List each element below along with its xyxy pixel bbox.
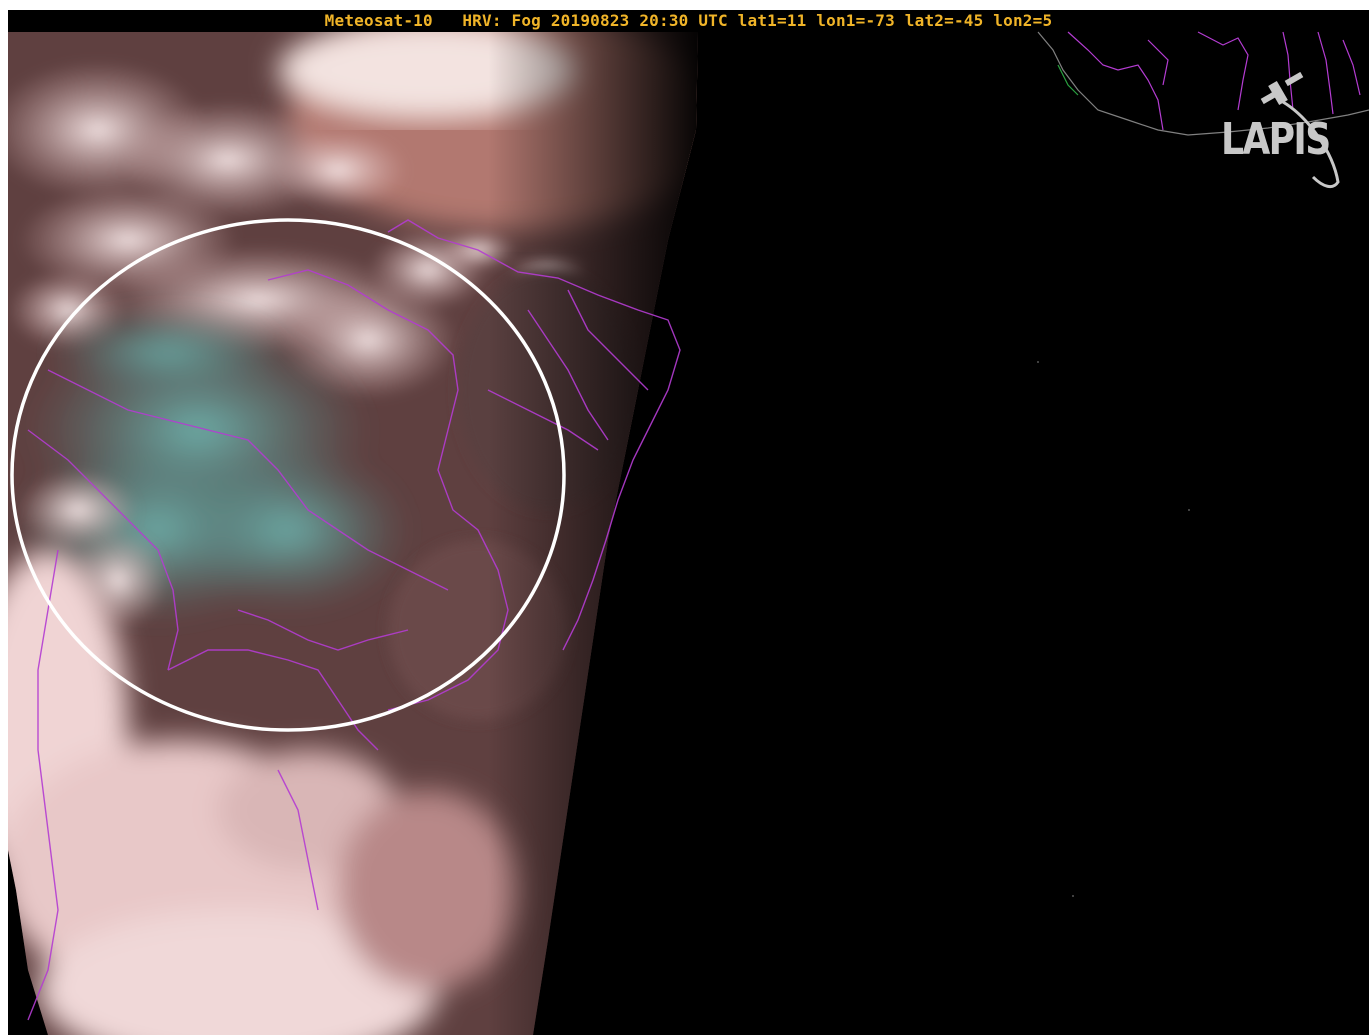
noise-dots (1037, 361, 1190, 897)
annotation-circle (10, 218, 566, 732)
country-borders (27, 219, 681, 1021)
satellite-scene (8, 31, 1369, 1035)
lapis-logo: LAPIS (1213, 72, 1343, 190)
satellite-image: Meteosat-10 HRV: Fog 20190823 20:30 UTC … (8, 10, 1369, 1035)
logo-text: LAPIS (1221, 114, 1331, 165)
illuminated-earth (8, 32, 698, 1035)
image-header-text: Meteosat-10 HRV: Fog 20190823 20:30 UTC … (324, 11, 1053, 30)
satellite-icon (1260, 72, 1340, 189)
